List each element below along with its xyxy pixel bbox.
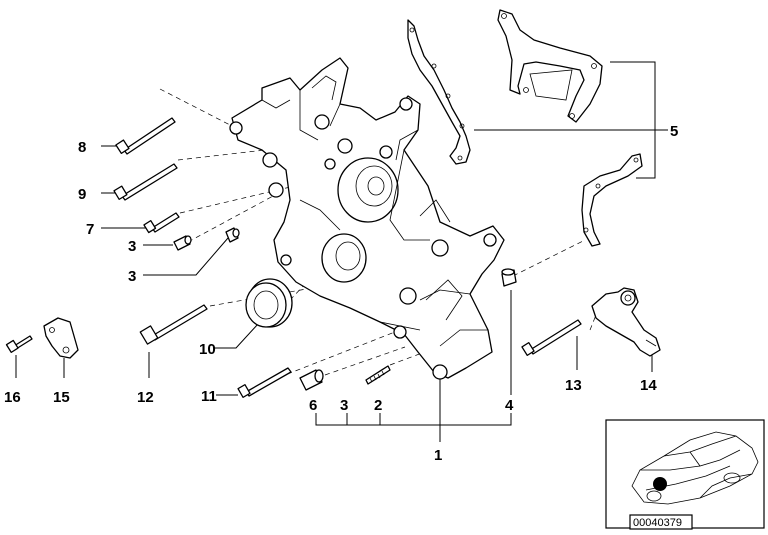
dowel-4 [501,268,517,287]
cover-plate [497,9,603,123]
shaft-seal [245,278,293,328]
vehicle-locator-inset: 00040379 [605,419,765,530]
stud-2 [365,365,391,385]
callout-3-b: 3 [128,268,136,285]
tensioner-bracket [591,287,661,357]
callout-9: 11 [201,388,217,405]
bolt-10 [115,117,176,155]
callout-3-a: 3 [128,238,136,255]
callout-1: 1 [434,447,442,464]
bolt-11 [113,163,178,201]
timing-case-cover [229,57,505,380]
bolt-9 [237,367,292,398]
callout-10: 8 [78,139,86,156]
callout-8: 7 [86,221,94,238]
callout-11: 9 [78,186,86,203]
bolt-8 [143,212,180,234]
callout-12: 12 [137,389,154,406]
location-marker-icon [653,477,667,491]
callout-2: 2 [374,397,382,414]
bolt-12 [139,304,208,345]
callout-15: 15 [53,389,70,406]
callout-4: 4 [505,397,514,414]
dowel-sleeve-3 [173,235,192,251]
bolt-16 [5,335,33,354]
leader-lines [15,61,668,442]
callout-7: 5 [670,123,678,140]
callout-16: 16 [4,389,21,406]
document-number: 00040379 [633,517,682,529]
small-bracket [43,317,79,359]
upper-gasket [407,19,471,165]
callout-13: 14 [640,377,657,394]
callout-labels: 8 9 7 3 3 10 12 11 16 15 6 3 2 4 1 13 14… [4,123,678,464]
callout-3-c: 3 [340,397,348,414]
callout-6: 10 [199,341,216,358]
bolt-14 [521,319,582,357]
dowel-sleeve-3b [225,227,240,243]
lower-gasket [581,153,643,247]
sleeve-5 [299,369,324,391]
callout-14: 13 [565,377,582,394]
callout-5: 6 [309,397,317,414]
